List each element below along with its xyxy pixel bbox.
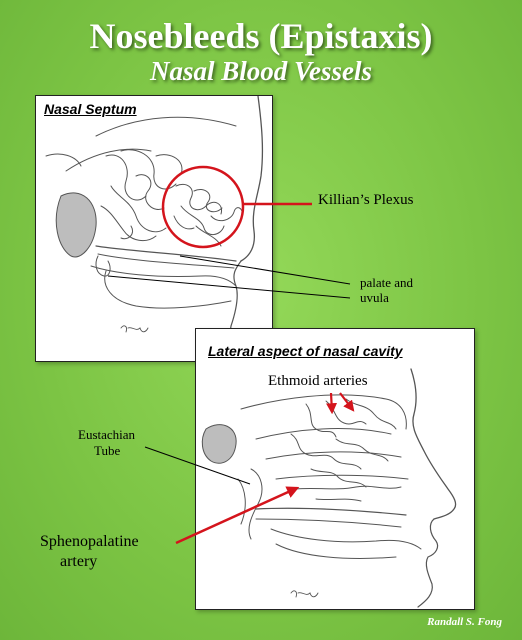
lateral-heading: Lateral aspect of nasal cavity xyxy=(208,343,403,359)
eustachian-label-line1: Eustachian xyxy=(78,427,136,442)
sphenopalatine-label-line2: artery xyxy=(60,553,98,570)
lateral-panel: Lateral aspect of nasal cavity xyxy=(195,328,475,610)
killians-plexus-label: Killian’s Plexus xyxy=(318,192,414,208)
page-subtitle: Nasal Blood Vessels xyxy=(149,56,373,86)
page-title: Nosebleeds (Epistaxis) xyxy=(89,16,433,56)
eustachian-label-line2: Tube xyxy=(94,443,121,458)
lateral-illustration xyxy=(201,368,457,608)
palate-label-line1: palate and xyxy=(360,275,414,290)
septum-illustration xyxy=(45,96,264,361)
septum-heading: Nasal Septum xyxy=(44,101,137,117)
sphenopalatine-label-line1: Sphenopalatine xyxy=(40,533,139,550)
author-credit: Randall S. Fong xyxy=(427,616,502,628)
palate-label-line2: uvula xyxy=(360,290,389,305)
ethmoid-arteries-label: Ethmoid arteries xyxy=(268,373,368,389)
septum-panel: Nasal Septum xyxy=(35,95,273,362)
